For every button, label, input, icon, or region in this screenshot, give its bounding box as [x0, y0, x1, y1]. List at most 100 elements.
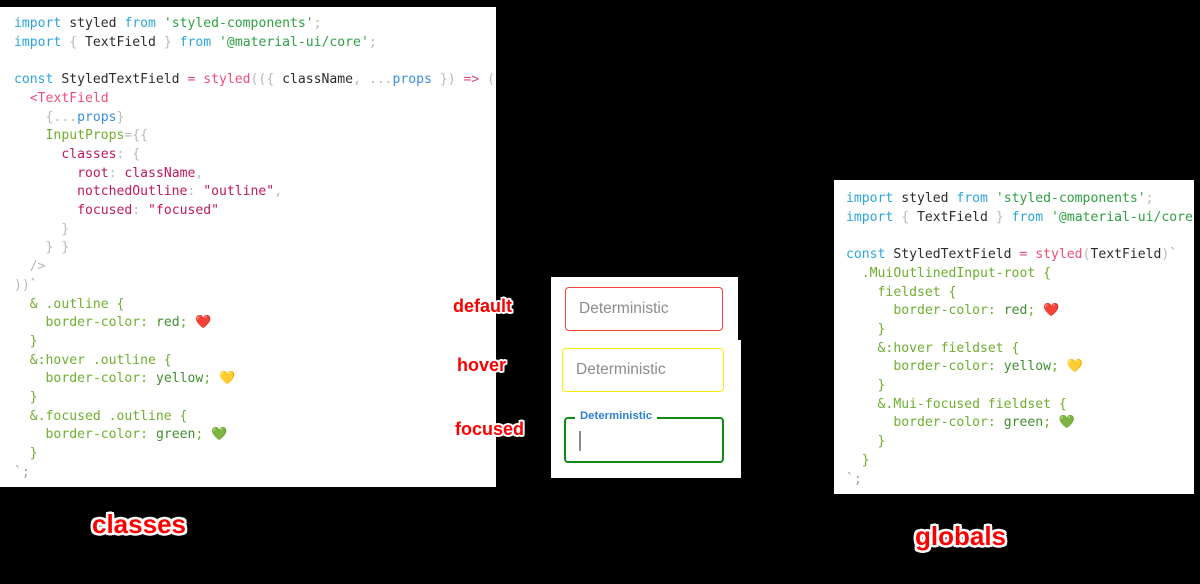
code-token: 💚 — [1058, 415, 1076, 431]
textfield-focused[interactable]: Deterministic — [564, 410, 724, 463]
code-token: : — [987, 303, 1004, 319]
code-line: ))` — [14, 277, 496, 296]
code-line: import { TextField } from '@material-ui/… — [846, 209, 1194, 228]
annotation-focused: focused — [455, 419, 525, 439]
classes-code-block: import styled from 'styled-components';i… — [14, 15, 496, 483]
code-line: border-color: red; ❤️ — [14, 314, 496, 333]
code-line: &.Mui-focused fieldset { — [846, 396, 1194, 415]
code-token: ; — [1027, 303, 1044, 319]
code-token: } } — [45, 240, 70, 256]
code-token — [14, 315, 46, 330]
code-token — [14, 409, 30, 424]
code-line: border-color: yellow; 💛 — [14, 370, 496, 389]
annotation-hover: hover — [457, 355, 507, 375]
code-token: } — [61, 221, 70, 237]
code-token: : — [987, 359, 1004, 375]
code-token: } — [116, 109, 125, 125]
code-line: const StyledTextField = styled(TextField… — [846, 246, 1194, 265]
code-token: ` — [29, 277, 38, 293]
code-token: import — [14, 16, 62, 31]
code-token: ( — [1082, 247, 1091, 263]
code-token — [846, 322, 878, 337]
code-line: } — [14, 445, 496, 464]
textfield-default[interactable]: Deterministic — [565, 287, 723, 331]
code-token: green — [155, 427, 196, 443]
code-token: : — [116, 146, 133, 162]
code-token: } — [995, 209, 1004, 225]
code-line: } — [846, 433, 1194, 452]
code-token: = — [187, 72, 196, 88]
code-token: StyledTextField — [893, 247, 1012, 263]
code-token — [156, 16, 164, 31]
code-token — [909, 210, 917, 225]
code-token — [14, 128, 46, 143]
caption-classes: classes — [92, 509, 186, 539]
code-token: ; — [368, 34, 377, 50]
code-token: styled — [1035, 247, 1083, 263]
code-token — [14, 353, 30, 368]
code-token — [77, 35, 85, 50]
code-token: "focused" — [148, 203, 219, 219]
code-token: { — [45, 109, 54, 125]
code-token: ; — [179, 315, 196, 331]
code-token — [14, 184, 77, 199]
textfield-hover[interactable]: Deterministic — [562, 348, 724, 392]
classes-code-panel: import styled from 'styled-components';i… — [0, 7, 496, 487]
code-line: /> — [14, 258, 496, 277]
code-token: ... — [368, 72, 393, 88]
code-token — [14, 166, 77, 181]
code-line: } — [846, 452, 1194, 471]
code-line: border-color: yellow; 💛 — [846, 358, 1194, 377]
code-token: : — [987, 415, 1004, 431]
code-token: focused — [77, 203, 133, 219]
code-token — [14, 203, 77, 218]
code-line: fieldset { — [846, 284, 1194, 303]
code-token — [988, 191, 996, 206]
code-token: root — [77, 165, 109, 181]
code-token — [14, 297, 30, 312]
code-line: root: className, — [14, 165, 496, 184]
code-token — [14, 334, 30, 349]
code-line: & .outline { — [14, 296, 496, 315]
code-line: } — [14, 221, 496, 240]
code-token: } — [861, 452, 870, 468]
code-token: border-color — [45, 427, 141, 443]
code-token: ; — [21, 464, 30, 480]
code-line: } — [846, 377, 1194, 396]
code-token: } — [439, 72, 448, 88]
code-token: , — [195, 165, 204, 181]
code-token: } — [29, 446, 38, 462]
code-token: ❤️ — [195, 315, 212, 331]
code-token — [432, 72, 440, 87]
code-token: border-color — [45, 315, 141, 331]
globals-code-block: import styled from 'styled-components'; i… — [846, 190, 1194, 489]
code-line: {...props} — [14, 109, 496, 128]
code-line: &.focused .outline { — [14, 408, 496, 427]
code-token: 💛 — [1066, 359, 1083, 375]
code-token: ; — [203, 371, 220, 387]
code-token — [846, 453, 862, 468]
code-token: const — [846, 247, 886, 263]
code-line: `; — [14, 464, 496, 483]
code-token: styled — [69, 16, 117, 31]
code-token — [846, 397, 878, 412]
demo-card-focused: Deterministic — [551, 400, 741, 478]
code-token: < — [29, 90, 38, 106]
code-line: InputProps={{ — [14, 127, 496, 146]
code-token — [988, 210, 996, 225]
code-token: ( — [487, 72, 496, 88]
textfield-hover-value[interactable]: Deterministic — [576, 361, 666, 378]
code-token: : — [140, 315, 156, 331]
textfield-default-value[interactable]: Deterministic — [579, 300, 669, 317]
code-token: 💚 — [211, 427, 228, 443]
code-token: from — [956, 191, 988, 206]
code-token: { — [69, 34, 78, 50]
code-token: border-color — [893, 359, 988, 375]
code-token: 'styled-components' — [995, 191, 1146, 206]
code-line: } } — [14, 239, 496, 258]
code-token: ; — [853, 471, 862, 487]
code-token: .MuiOutlinedInput-root { — [861, 265, 1051, 281]
code-token — [14, 427, 46, 442]
code-token: : — [140, 427, 156, 443]
code-token: import — [846, 209, 894, 225]
